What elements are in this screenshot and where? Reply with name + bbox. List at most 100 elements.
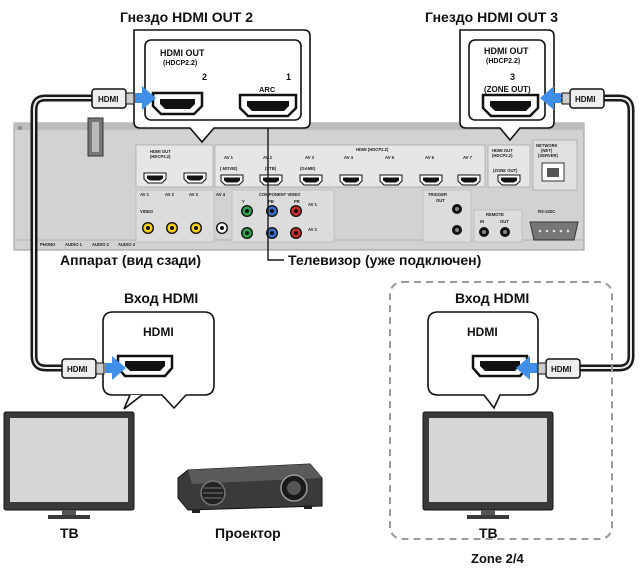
arrow-top-right bbox=[540, 86, 561, 110]
panel-out-label: OUT bbox=[436, 198, 445, 203]
panel-game-label: (GAME) bbox=[300, 166, 316, 171]
panel-server-label: (SERVER) bbox=[538, 153, 559, 158]
panel-av1-label: AV 1 bbox=[224, 155, 234, 160]
callout2-port1 bbox=[238, 93, 298, 118]
panel-rca-pr-2 bbox=[290, 227, 302, 239]
hdmi-cables bbox=[30, 94, 635, 372]
panel-rca-y-2 bbox=[241, 227, 253, 239]
cable-left-highlight bbox=[33, 97, 97, 369]
tv-left bbox=[3, 411, 135, 519]
panel-rca-video-1 bbox=[142, 222, 154, 234]
panel-audio1-label: AUDIO 1 bbox=[65, 242, 83, 247]
bubble-left: HDMI bbox=[102, 311, 215, 410]
panel-av2-sub: AV 2 bbox=[165, 192, 175, 197]
panel-rca-y-1 bbox=[241, 205, 253, 217]
panel-hdmi-in-av3 bbox=[299, 174, 323, 186]
panel-out2-label: OUT bbox=[500, 219, 509, 224]
panel-av7-label: AV 7 bbox=[463, 155, 473, 160]
bubble-right-label: HDMI bbox=[467, 325, 498, 339]
callout2-port1-label: 1 bbox=[286, 72, 291, 82]
projector bbox=[177, 463, 323, 513]
panel-hdmi-out3-label: HDMI OUT bbox=[492, 148, 513, 153]
panel-hdmi-in-av5 bbox=[379, 174, 403, 186]
panel-av1-sub: AV 1 bbox=[140, 192, 150, 197]
plug-top-left-label: HDMI bbox=[98, 95, 118, 104]
tv-right bbox=[422, 411, 554, 519]
callout2-title: HDMI OUT bbox=[160, 48, 205, 58]
plug-top-right-label: HDMI bbox=[575, 95, 595, 104]
panel-component-video-label: COMPONENT VIDEO bbox=[259, 192, 301, 197]
tv-left-label: ТВ bbox=[60, 525, 79, 541]
out2-title: Гнездо HDMI OUT 2 bbox=[120, 9, 253, 25]
zone-label: Zone 2/4 bbox=[471, 551, 525, 566]
callout3-zone-out-label: (ZONE OUT) bbox=[484, 85, 531, 94]
panel-av6-label: AV 6 bbox=[425, 155, 435, 160]
panel-hdmi-in-header: HDMI (HDCP2.2) bbox=[356, 147, 389, 152]
tv-right-label: ТВ bbox=[479, 525, 498, 541]
panel-audio2-label: AUDIO 2 bbox=[92, 242, 110, 247]
callout2-port2-label: 2 bbox=[202, 72, 207, 82]
plug-bottom-left: HDMI bbox=[61, 358, 105, 379]
arrow-bottom-right bbox=[516, 356, 537, 380]
cable-right-highlight bbox=[545, 97, 632, 369]
bubble-right: HDMI bbox=[427, 311, 539, 410]
tv-connected-leader-line bbox=[267, 95, 284, 261]
plug-top-right: HDMI bbox=[561, 88, 605, 109]
bubble-left-tail-2 bbox=[123, 394, 143, 410]
panel-pb-label: PB bbox=[268, 199, 274, 204]
callout3-port3 bbox=[481, 93, 540, 118]
panel-hdmi-out1-port bbox=[183, 172, 207, 184]
panel-pr-label: PR bbox=[294, 199, 300, 204]
panel-trigger-label: TRIGGER bbox=[428, 192, 447, 197]
panel-movie-label: ( MOVIE) bbox=[220, 166, 238, 171]
panel-rca-video-2 bbox=[166, 222, 178, 234]
panel-hdmi-in-av6 bbox=[419, 174, 443, 186]
panel-audio3-label: AUDIO 3 bbox=[118, 242, 136, 247]
panel-hdmi-out2-port bbox=[143, 172, 167, 184]
panel-av-2-label: AV 2 bbox=[308, 227, 318, 232]
receiver-caption: Аппарат (вид сзади) bbox=[60, 252, 201, 268]
panel-hdmi-out3-port bbox=[497, 174, 521, 186]
projector-label: Проектор bbox=[215, 525, 281, 541]
zone-dashed-frame bbox=[389, 281, 613, 540]
callout2-port2 bbox=[151, 91, 204, 116]
panel-hdmi-out3-sub: (HDCP2.2) bbox=[492, 153, 513, 158]
panel-y-label: Y bbox=[242, 199, 245, 204]
callout2-subtitle: (HDCP2.2) bbox=[163, 60, 197, 67]
panel-net-sub: (NET) bbox=[541, 148, 553, 153]
tv-connected-caption: Телевизор (уже подключен) bbox=[288, 252, 481, 268]
panel-hdmi-in-av1 bbox=[220, 174, 244, 186]
panel-av-1-label: AV 1 bbox=[308, 202, 318, 207]
panel-hdmi-in-av2 bbox=[259, 174, 283, 186]
panel-hdmi-in-av7 bbox=[457, 174, 481, 186]
panel-in-label: IN bbox=[480, 219, 484, 224]
bubble-left-label: HDMI bbox=[143, 325, 174, 339]
panel-zone-out-label: (ZONE OUT) bbox=[493, 168, 518, 173]
panel-hdmi-in-av4 bbox=[339, 174, 363, 186]
panel-av4-label: AV 4 bbox=[344, 155, 354, 160]
panel-stb-label: (STB) bbox=[265, 166, 277, 171]
panel-av5-label: AV 5 bbox=[385, 155, 395, 160]
panel-video-label: VIDEO bbox=[140, 209, 154, 214]
out3-title: Гнездо HDMI OUT 3 bbox=[425, 9, 558, 25]
panel-av3-sub: AV 3 bbox=[189, 192, 199, 197]
panel-remote-label: REMOTE bbox=[486, 212, 504, 217]
hdmi-in-right-title: Вход HDMI bbox=[455, 290, 529, 306]
arrow-top-left bbox=[135, 86, 156, 110]
arrow-bottom-left bbox=[105, 356, 126, 380]
panel-hdmi-out-sub: (HDCP2.2) bbox=[150, 154, 171, 159]
plug-bottom-right-label: HDMI bbox=[551, 365, 571, 374]
callout3-subtitle: (HDCP2.2) bbox=[486, 58, 520, 65]
panel-rca-video-3 bbox=[190, 222, 202, 234]
callout-hdmi-out2: HDMI OUT (HDCP2.2) 2 1 ARC bbox=[133, 29, 311, 144]
panel-av4-sub: AV 4 bbox=[216, 192, 226, 197]
panel-network-label: NETWORK bbox=[536, 143, 558, 148]
hdmi-in-left-title: Вход HDMI bbox=[124, 290, 198, 306]
callout3-title: HDMI OUT bbox=[484, 46, 529, 56]
panel-phono-label: PHONO bbox=[40, 242, 56, 247]
panel-rs232c-label: RS-232C bbox=[538, 209, 555, 214]
panel-rca-pr-1 bbox=[290, 205, 302, 217]
panel-av3-label: AV 3 bbox=[305, 155, 315, 160]
panel-rca-white bbox=[216, 222, 228, 234]
